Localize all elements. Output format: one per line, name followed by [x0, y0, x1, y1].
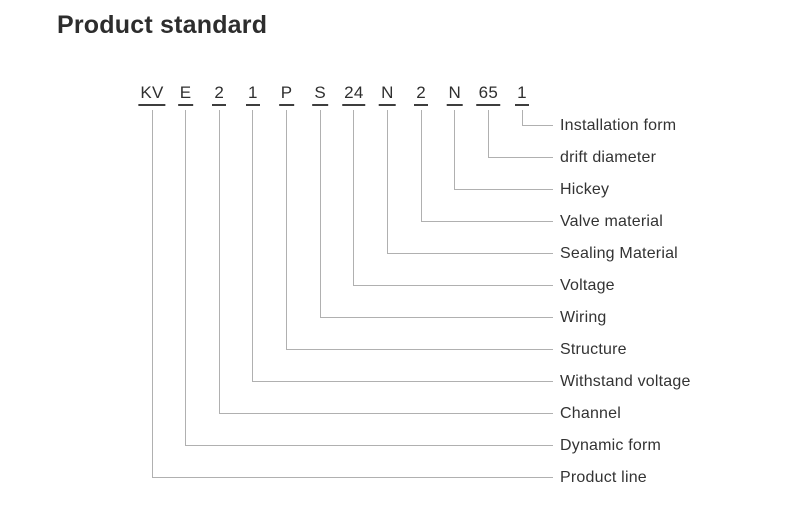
- connector-vertical-wiring: [319, 110, 321, 318]
- connector-vertical-withstand-voltage: [252, 110, 254, 382]
- code-segment-drift-diameter: 65: [476, 84, 501, 106]
- label-channel: Channel: [560, 405, 622, 422]
- label-drift-diameter: drift diameter: [560, 149, 657, 166]
- code-segment-hickey: N: [446, 84, 464, 106]
- code-segment-product-line: KV: [138, 84, 166, 106]
- connector-vertical-dynamic-form: [185, 110, 187, 446]
- connector-horizontal-voltage: [353, 285, 553, 286]
- label-product-line: Product line: [560, 469, 647, 486]
- label-valve-material: Valve material: [560, 213, 663, 230]
- code-segment-installation-form: 1: [515, 84, 530, 106]
- connector-vertical-channel: [218, 110, 220, 414]
- connector-vertical-installation-form: [521, 110, 523, 126]
- label-wiring: Wiring: [560, 309, 607, 326]
- connector-vertical-structure: [286, 110, 288, 350]
- label-voltage: Voltage: [560, 277, 615, 294]
- connector-vertical-hickey: [454, 110, 456, 190]
- connector-horizontal-channel: [218, 413, 553, 414]
- label-dynamic-form: Dynamic form: [560, 437, 662, 454]
- label-structure: Structure: [560, 341, 627, 358]
- connector-horizontal-valve-material: [420, 221, 553, 222]
- code-segment-structure: P: [278, 84, 295, 106]
- label-sealing-material: Sealing Material: [560, 245, 678, 262]
- label-withstand-voltage: Withstand voltage: [560, 373, 691, 390]
- connector-vertical-valve-material: [420, 110, 422, 222]
- connector-vertical-voltage: [353, 110, 355, 286]
- connector-horizontal-withstand-voltage: [252, 381, 553, 382]
- connector-vertical-product-line: [151, 110, 153, 478]
- code-segment-voltage: 24: [342, 84, 366, 106]
- connector-horizontal-product-line: [151, 477, 553, 478]
- connector-horizontal-drift-diameter: [487, 157, 553, 158]
- connector-horizontal-installation-form: [521, 125, 553, 126]
- code-segment-channel: 2: [212, 84, 227, 106]
- connector-horizontal-hickey: [454, 189, 553, 190]
- connector-horizontal-wiring: [319, 317, 553, 318]
- code-segment-dynamic-form: E: [177, 84, 194, 106]
- code-segment-withstand-voltage: 1: [245, 84, 260, 106]
- connector-horizontal-structure: [286, 349, 553, 350]
- label-installation-form: Installation form: [560, 117, 677, 134]
- connector-horizontal-dynamic-form: [185, 445, 553, 446]
- connector-vertical-sealing-material: [386, 110, 388, 254]
- connector-horizontal-sealing-material: [386, 253, 553, 254]
- connector-vertical-drift-diameter: [487, 110, 489, 158]
- page-title: Product standard: [57, 11, 268, 39]
- label-hickey: Hickey: [560, 181, 610, 198]
- code-segment-sealing-material: N: [379, 84, 396, 106]
- code-segment-wiring: S: [312, 84, 329, 106]
- code-segment-valve-material: 2: [414, 84, 429, 106]
